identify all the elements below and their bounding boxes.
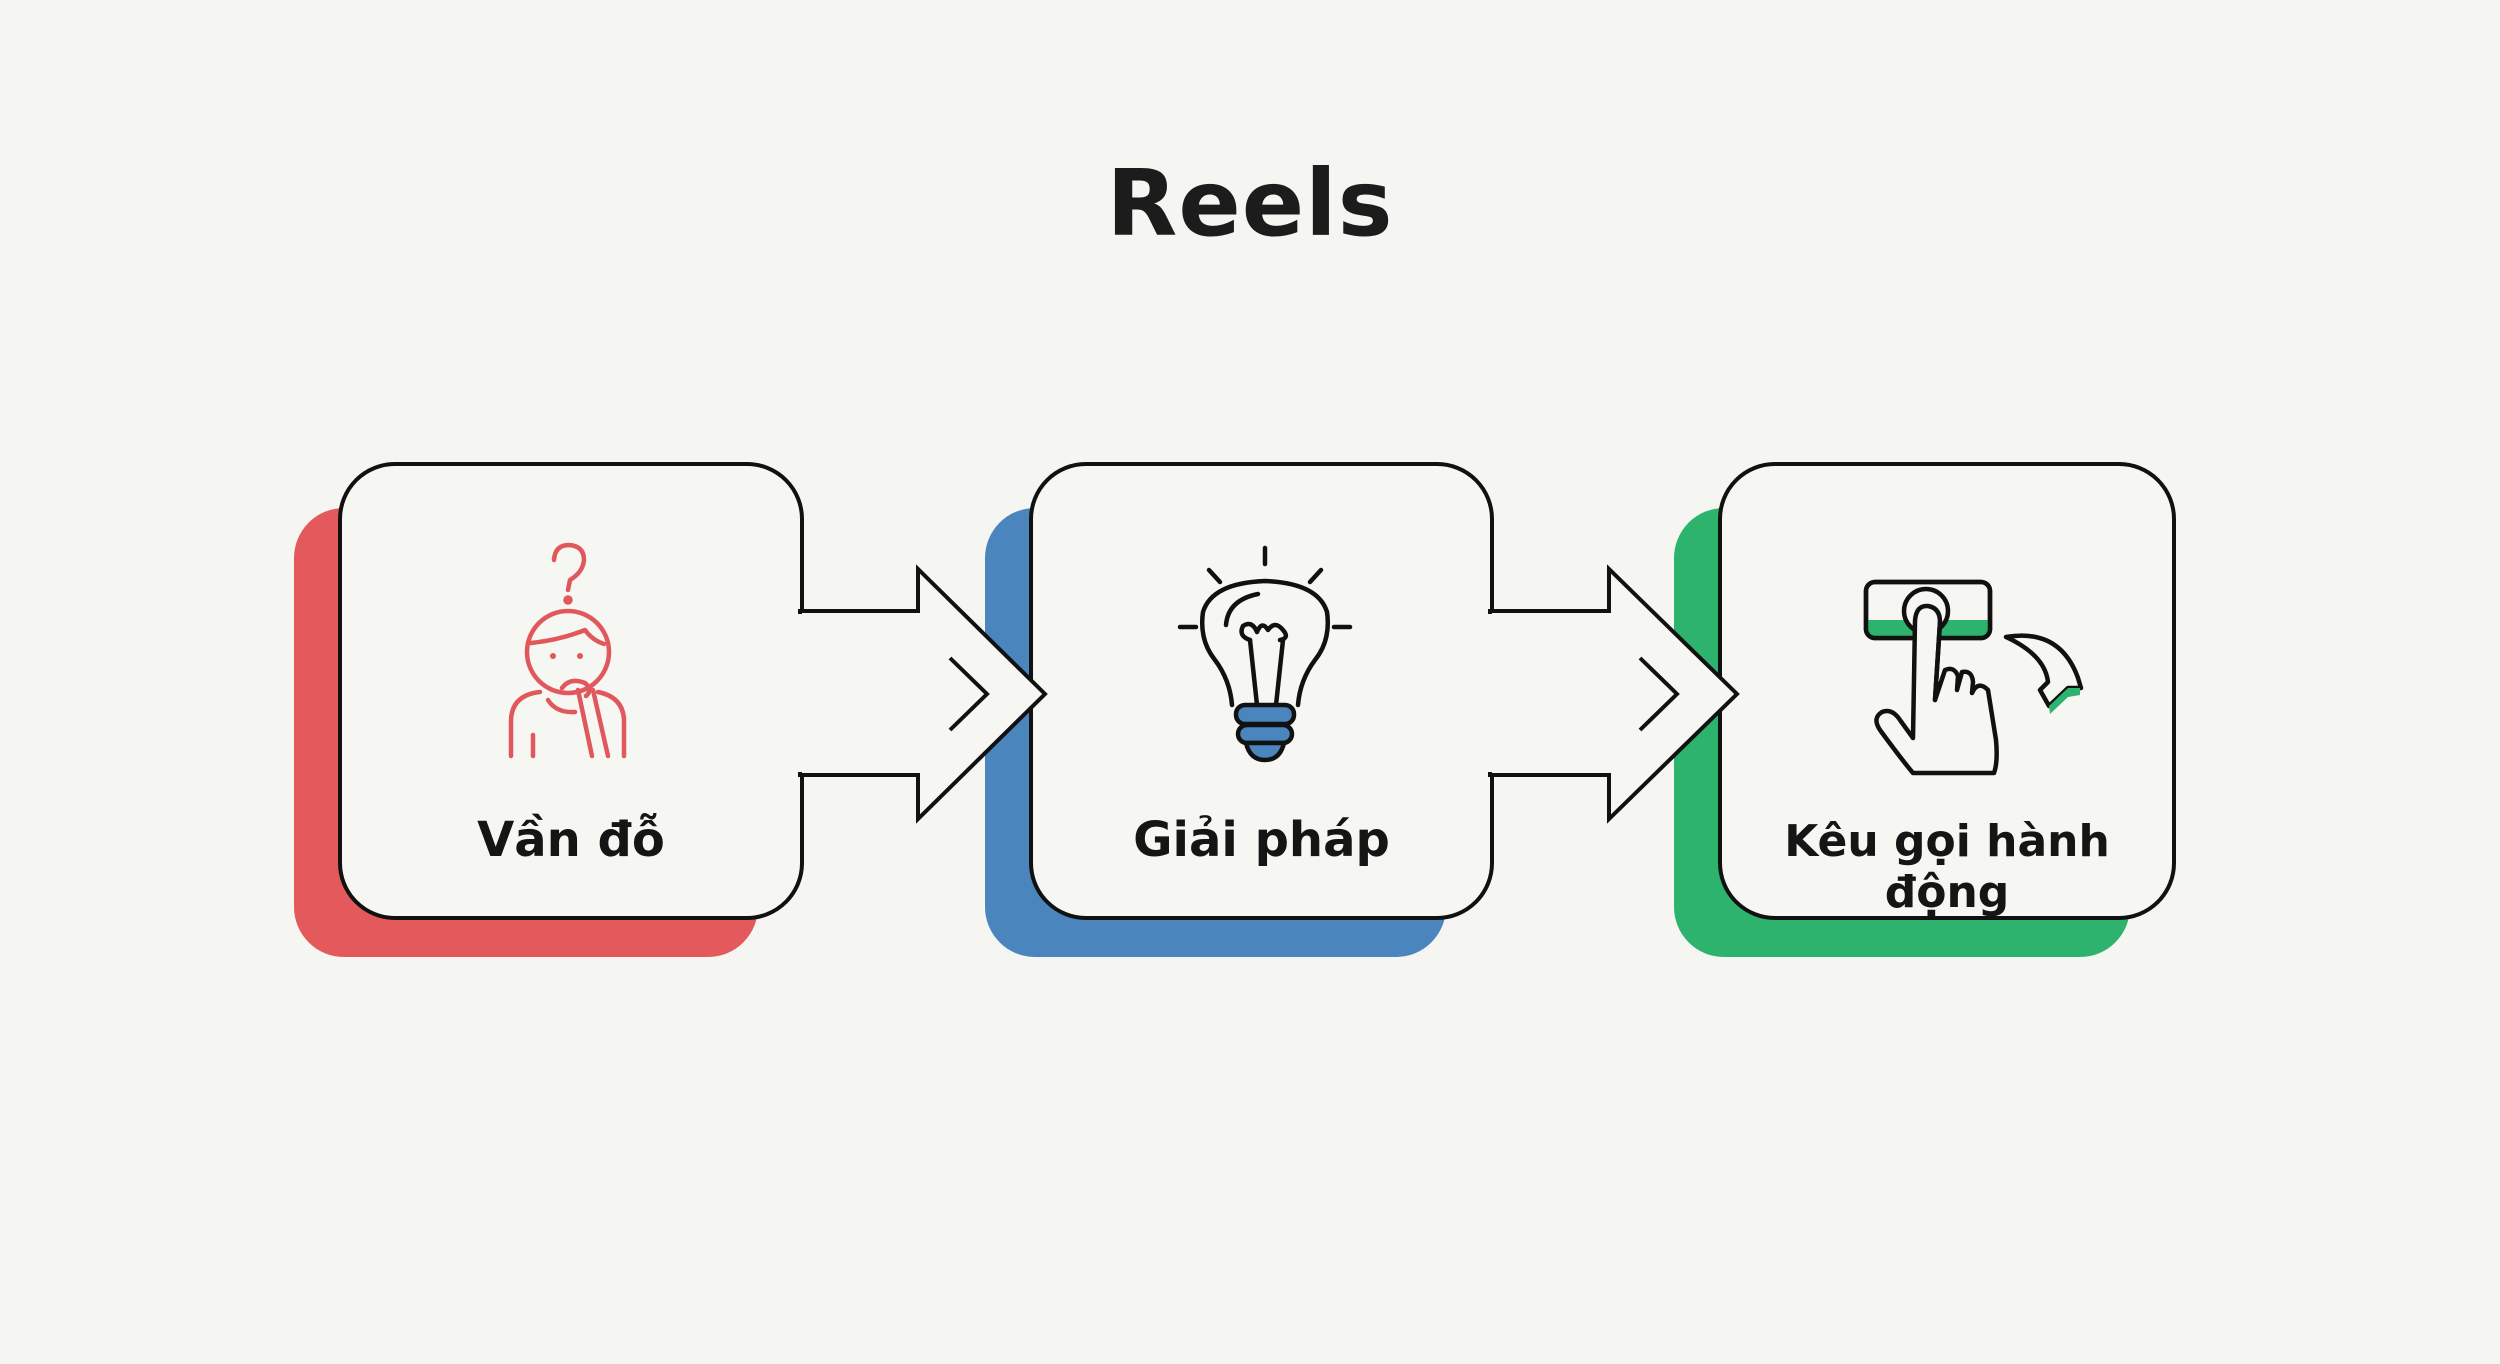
diagram-title: Reels [1106,150,1394,257]
step-3-label: Kêu gọi hành động [1784,816,2110,918]
lightbulb-icon [1177,545,1353,763]
tap-button-icon [1863,579,2084,776]
step-1 [294,462,804,957]
chevron-right-icon [948,656,990,732]
arrow-right-icon [796,564,1048,824]
step-2-label: Giải pháp [1133,812,1390,868]
arrow-right-icon [1486,564,1740,824]
confused-person-icon [508,542,627,759]
chevron-right-icon [1638,656,1680,732]
step-1-label: Vần đỗ [477,812,665,868]
